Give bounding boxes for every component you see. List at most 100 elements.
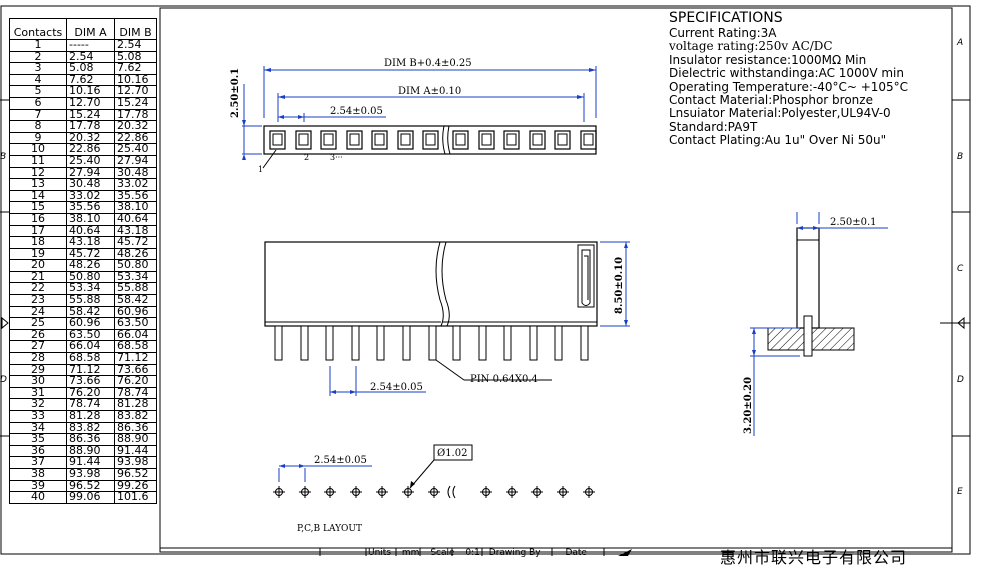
spec-line: Contact Plating:Au 1u" Over Ni 50u" bbox=[669, 133, 887, 148]
pin bbox=[351, 325, 360, 361]
pin bbox=[402, 325, 411, 361]
specs-title: SPECIFICATIONS bbox=[669, 10, 783, 26]
contact-square bbox=[422, 130, 439, 150]
dim-b-cell: 88.90 bbox=[114, 433, 157, 446]
contact-hole bbox=[272, 133, 283, 146]
drawing-by-label: Drawing By bbox=[488, 548, 541, 558]
dim-b-cell: 33.02 bbox=[114, 178, 157, 191]
pin bbox=[554, 325, 563, 361]
specifications-block: SPECIFICATIONS Current Rating:3A voltage… bbox=[669, 10, 908, 148]
pin2-label: 2 bbox=[304, 153, 309, 162]
dim-b-cell: 101.6 bbox=[114, 491, 157, 504]
pin bbox=[452, 325, 461, 361]
company-name: 惠州市联兴电子有限公司 bbox=[720, 548, 908, 567]
spec-line: Standard:PA9T bbox=[669, 119, 758, 134]
zone-letter-left: B bbox=[0, 152, 7, 162]
contacts-cell: 12 bbox=[9, 166, 67, 180]
pin-size-label: PIN 0.64X0.4 bbox=[470, 374, 538, 385]
pin bbox=[580, 325, 589, 361]
pin bbox=[274, 325, 283, 361]
front-height-label: 8.50±0.10 bbox=[614, 257, 625, 314]
pin bbox=[300, 325, 309, 361]
dim-b-cell: 45.72 bbox=[114, 236, 157, 249]
zone-letter: C bbox=[957, 264, 964, 274]
contact-hole bbox=[583, 133, 594, 146]
contacts-cell: 14 bbox=[9, 189, 67, 203]
header-contacts: Contacts bbox=[9, 18, 67, 40]
dim-a-label: DIM A±0.10 bbox=[398, 86, 461, 97]
units-value: mm bbox=[401, 548, 420, 558]
pin bbox=[478, 325, 487, 361]
contact-hole bbox=[455, 133, 466, 146]
spec-line: voltage rating:250v AC/DC bbox=[669, 39, 833, 54]
contact-hole bbox=[323, 133, 334, 146]
dim-b-cell: 2.54 bbox=[114, 39, 157, 52]
dim-b-cell: 30.48 bbox=[114, 166, 157, 180]
contact-hole bbox=[400, 133, 411, 146]
side-view: 2.50±0.1 3.20±0.20 bbox=[743, 212, 888, 436]
dim-b-cell: 81.28 bbox=[114, 398, 157, 411]
dim-b-cell: 58.42 bbox=[114, 294, 157, 307]
pin bbox=[376, 325, 385, 361]
dim-b-cell: 22.86 bbox=[114, 131, 157, 145]
contact-square bbox=[478, 130, 495, 150]
contact-square bbox=[554, 130, 571, 150]
units-label: Units bbox=[368, 548, 392, 558]
drawing-frame: DIM B+0.4±0.25 DIM A±0.10 2.54±0.05 2.50… bbox=[0, 5, 971, 556]
zone-letter: A bbox=[957, 38, 964, 48]
front-view: 8.50±0.10 2.54±0.05 PIN 0.64X0.4 bbox=[264, 241, 630, 396]
date-label: Date bbox=[565, 548, 587, 558]
pin-length-label: 3.20±0.20 bbox=[743, 377, 754, 434]
pin3-label: 3··· bbox=[330, 153, 343, 162]
spec-line: Insulator resistance:1000MΩ Min bbox=[669, 52, 867, 67]
contact-square bbox=[580, 130, 597, 150]
dim-b-cell: 43.18 bbox=[114, 224, 157, 238]
dim-b-cell: 40.64 bbox=[114, 212, 157, 226]
spec-line: Current Rating:3A bbox=[669, 26, 777, 40]
layout-caption: P,C,B LAYOUT bbox=[297, 524, 362, 534]
contact-square bbox=[452, 130, 469, 150]
title-strip: Units mm Scale 0:1 Drawing By Date bbox=[368, 548, 587, 558]
hole-size-label: Ø1.02 bbox=[437, 448, 467, 459]
pin bbox=[325, 325, 334, 361]
dim-b-cell: 25.40 bbox=[114, 143, 157, 156]
layout-pitch-label: 2.54±0.05 bbox=[314, 455, 367, 466]
table-row: 1-----2.54 bbox=[9, 39, 157, 52]
spec-line: Contact Material:Phosphor bronze bbox=[669, 93, 873, 108]
top-height-label: 2.50±0.1 bbox=[230, 68, 241, 118]
dim-b-cell: 38.10 bbox=[114, 201, 157, 214]
dim-a-cell: 30.48 bbox=[66, 178, 115, 191]
scale-label: Scale bbox=[430, 548, 455, 558]
dim-b-label: DIM B+0.4±0.25 bbox=[384, 58, 472, 69]
header-dim-a: DIM A bbox=[66, 18, 115, 40]
dim-a-cell: 25.40 bbox=[66, 154, 115, 168]
header-dim-b: DIM B bbox=[114, 18, 157, 40]
top-pitch-label: 2.54±0.05 bbox=[330, 106, 383, 117]
pcb-layout: 2.54±0.05 Ø1.02 P,C,B LAYOUT bbox=[273, 444, 595, 534]
contact-square bbox=[295, 130, 312, 150]
